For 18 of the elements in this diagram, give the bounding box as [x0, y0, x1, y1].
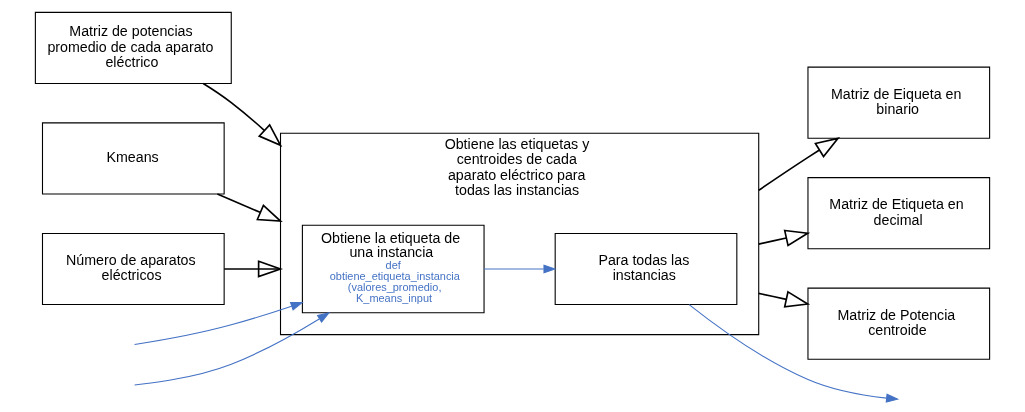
arrow [757, 229, 811, 247]
node-box: Obtiene la etiqueta de una instancia def obtiene_etiqueta_instancia (valores_promedio, K_means_input [301, 224, 485, 314]
node-box: Matriz de Potencia centroide [807, 287, 991, 360]
arrow [483, 264, 557, 274]
arrow [757, 137, 841, 192]
arrow [688, 304, 900, 403]
node-box: Kmeans [41, 122, 225, 195]
node-box: Número de aparatos eléctricos [41, 232, 225, 306]
arrow [202, 82, 283, 147]
node-box: Para todas las instancias [554, 232, 738, 306]
node-box: Matriz de Etiqueta en decimal [807, 177, 991, 250]
arrow [757, 290, 811, 308]
node-box: Matriz de potencias promedio de cada aparato eléctrico [34, 11, 232, 85]
node-box: Matriz de Eiqueta en binario [807, 66, 991, 139]
arrow [223, 260, 283, 278]
arrow [134, 312, 331, 386]
arrow [216, 193, 283, 223]
arrow [134, 301, 304, 346]
